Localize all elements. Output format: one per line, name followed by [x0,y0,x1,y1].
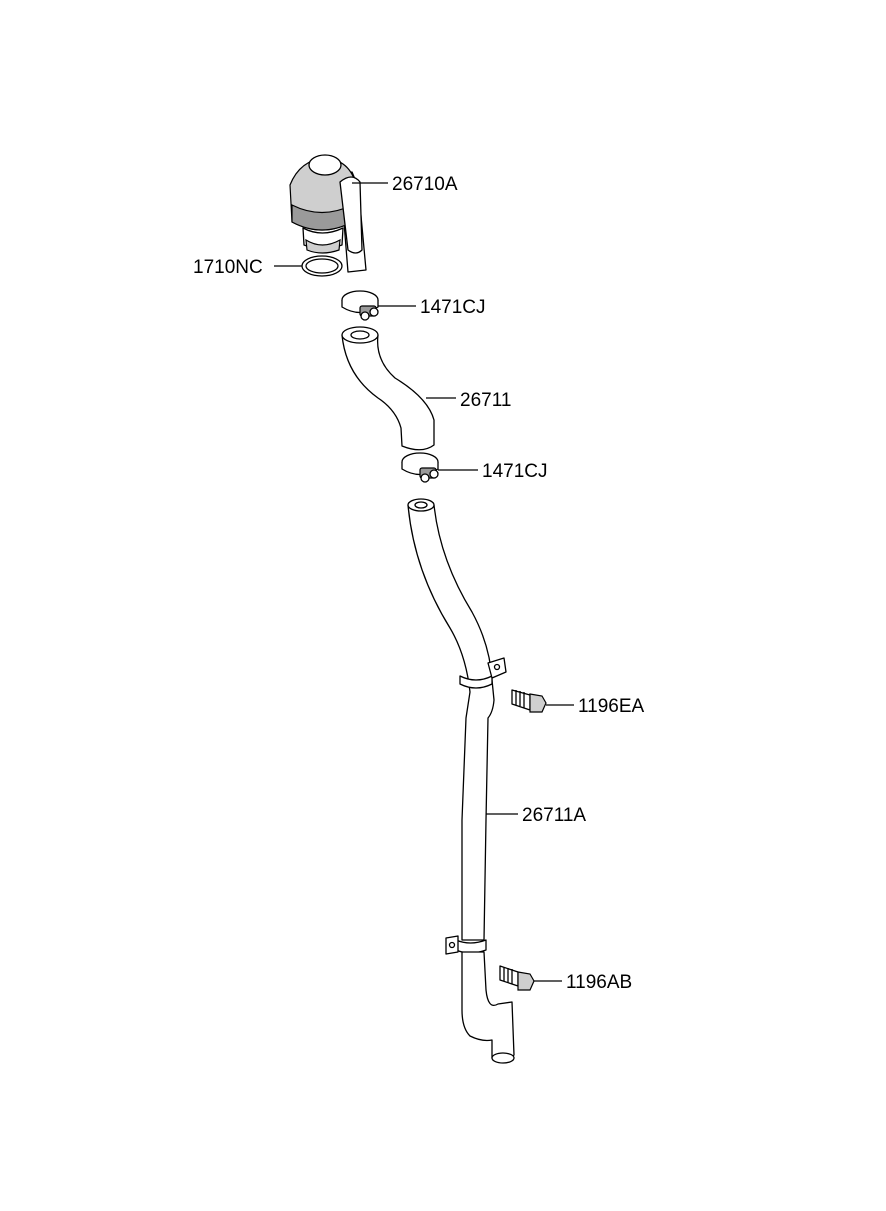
label-1196ab: 1196AB [566,972,632,993]
hose-clamp-1471cj-lower [401,452,439,483]
label-1710nc: 1710NC [193,257,263,278]
bolt-1196ea [511,689,547,713]
label-26711: 26711 [460,390,511,411]
breather-assembly-26710a [289,154,367,273]
hose-clamp-1471cj-upper [341,290,379,321]
hose-26711 [341,326,435,451]
label-1196ea: 1196EA [578,696,645,717]
label-1471cj-upper: 1471CJ [420,297,486,318]
bolt-1196ab [499,965,535,991]
pipe-26711a [407,498,515,1064]
label-26710a: 26710A [392,174,458,195]
label-26711a: 26711A [522,805,586,826]
label-1471cj-lower: 1471CJ [482,461,548,482]
oring-1710nc [301,255,343,277]
